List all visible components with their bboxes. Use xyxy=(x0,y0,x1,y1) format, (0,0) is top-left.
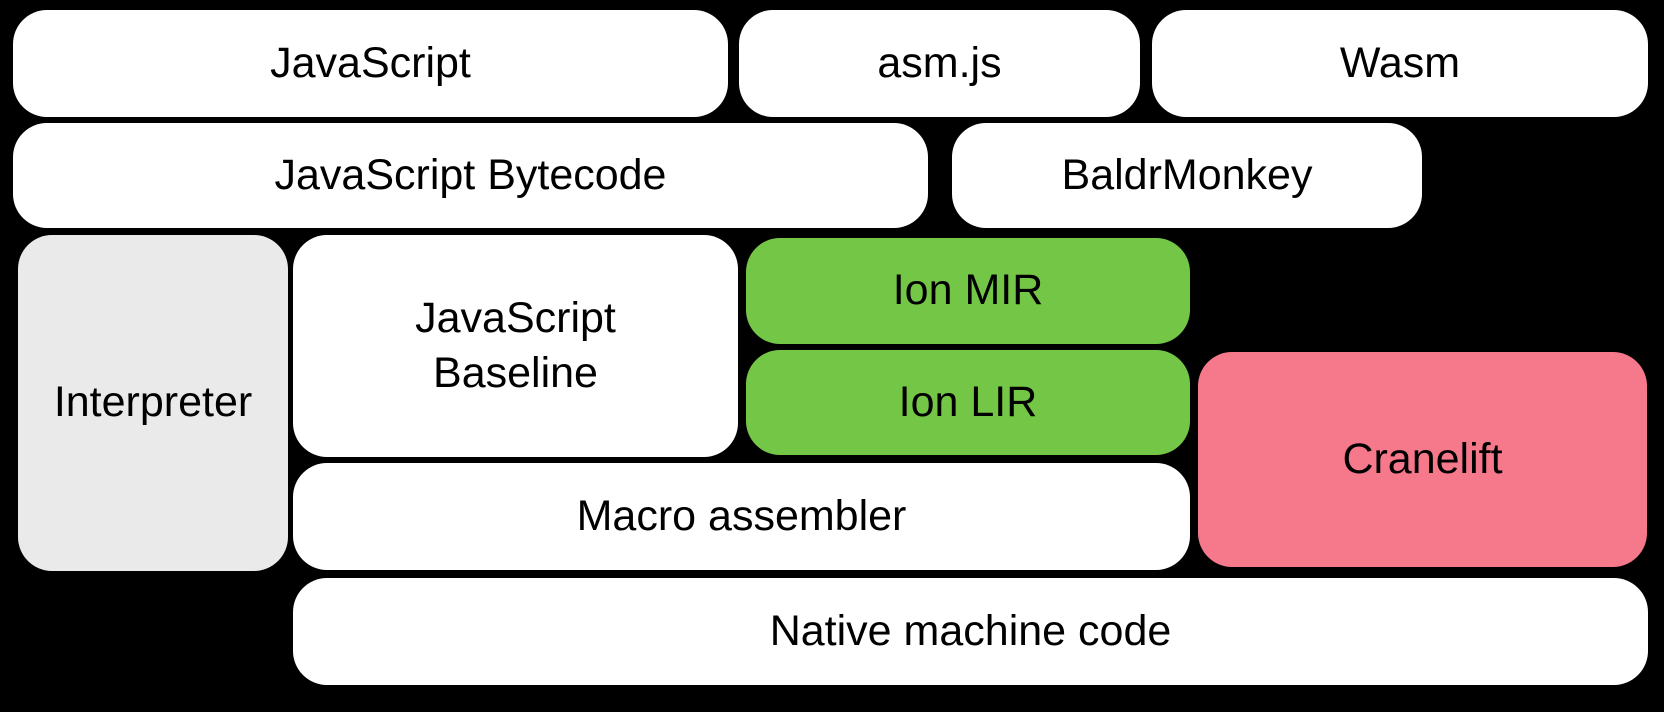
node-asmjs: asm.js xyxy=(739,10,1140,117)
node-ion-mir: Ion MIR xyxy=(746,238,1190,344)
node-macro-assembler: Macro assembler xyxy=(293,463,1190,570)
node-javascript-baseline: JavaScript Baseline xyxy=(293,235,738,457)
node-ion-lir: Ion LIR xyxy=(746,350,1190,455)
node-cranelift: Cranelift xyxy=(1198,352,1647,567)
node-wasm: Wasm xyxy=(1152,10,1648,117)
node-javascript: JavaScript xyxy=(13,10,728,117)
node-native-machine-code: Native machine code xyxy=(293,578,1648,685)
node-interpreter: Interpreter xyxy=(18,235,288,571)
node-javascript-bytecode: JavaScript Bytecode xyxy=(13,123,928,228)
node-baldrmonkey: BaldrMonkey xyxy=(952,123,1422,228)
